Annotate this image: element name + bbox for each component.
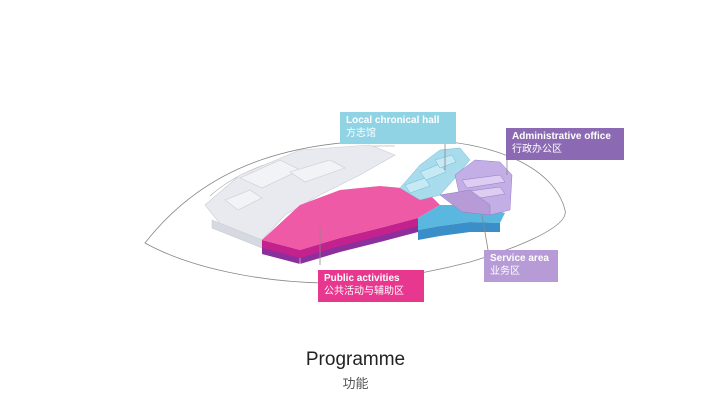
caption-subtitle: 功能 (342, 376, 369, 391)
label-en: Local chronical hall (346, 115, 440, 126)
label-local-chronical-hall: Local chronical hall 方志馆 (340, 112, 456, 144)
label-zh: 公共活动与辅助区 (324, 285, 404, 297)
label-service-area: Service area 业务区 (484, 250, 558, 282)
chronical-hall-volume (399, 147, 471, 201)
diagram-caption: Programme 功能 (0, 349, 711, 392)
label-zh: 行政办公区 (512, 143, 562, 155)
label-public-activities: Public activities 公共活动与辅助区 (318, 270, 424, 302)
label-en: Service area (490, 253, 549, 264)
label-en: Administrative office (512, 131, 611, 142)
public-activities-volume (262, 186, 440, 264)
landscape-blocks (204, 144, 396, 249)
leader-lines (319, 140, 508, 265)
label-administrative-office: Administrative office 行政办公区 (506, 128, 624, 160)
site-boundary (144, 139, 566, 284)
label-en: Public activities (324, 273, 400, 284)
label-zh: 方志馆 (346, 127, 376, 139)
label-zh: 业务区 (490, 265, 520, 277)
admin-office-volume (439, 159, 513, 216)
caption-title: Programme (305, 349, 406, 370)
